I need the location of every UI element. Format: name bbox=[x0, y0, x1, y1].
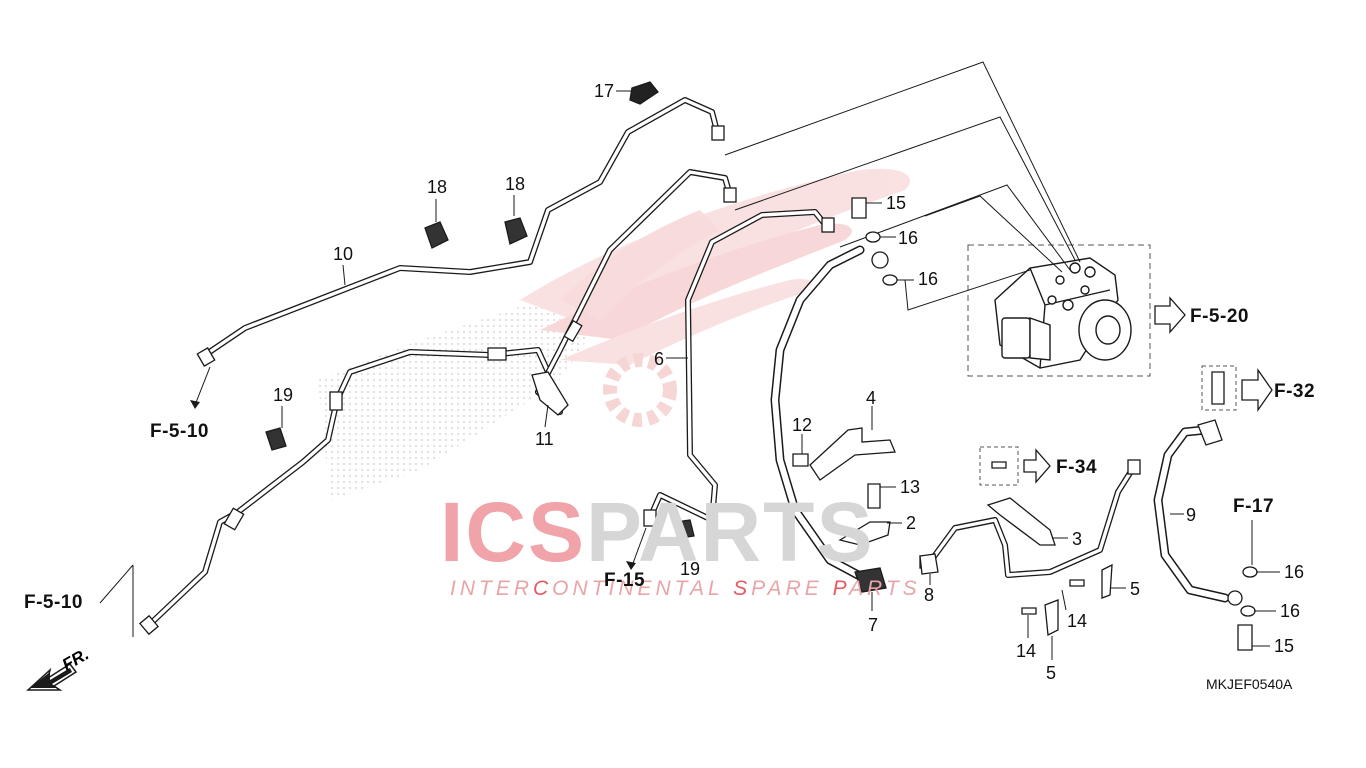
diagram-code: MKJEF0540A bbox=[1206, 676, 1293, 692]
ref-link-f-34[interactable]: F-34 bbox=[1056, 457, 1098, 478]
abs-leader-lines bbox=[724, 61, 1081, 311]
part-label: 7 bbox=[868, 615, 879, 635]
watermark-brand-right: PARTS bbox=[586, 485, 875, 579]
watermark-brand-left: ICS bbox=[440, 485, 587, 579]
small-parts bbox=[138, 81, 1258, 651]
part-label: 14 bbox=[1016, 641, 1037, 661]
part-label: 18 bbox=[505, 174, 526, 194]
abs-dashed-box bbox=[967, 244, 1151, 377]
bolt-dashed-box-f32 bbox=[1201, 365, 1237, 411]
part-label: 16 bbox=[898, 228, 919, 248]
watermark-brand: ICSPARTS bbox=[440, 490, 875, 574]
front-direction-arrow bbox=[26, 662, 78, 691]
watermark-tagline-part: S bbox=[733, 577, 752, 600]
part-label: 12 bbox=[792, 415, 813, 435]
watermark-tagline-part: C bbox=[533, 577, 553, 600]
part-label: 16 bbox=[1284, 562, 1305, 582]
part-label: 18 bbox=[427, 177, 448, 197]
part-label: 14 bbox=[1067, 611, 1088, 631]
part-label: 6 bbox=[654, 349, 665, 369]
part-label: 13 bbox=[900, 477, 921, 497]
part-label: 5 bbox=[1046, 663, 1057, 683]
part-label: 5 bbox=[1130, 579, 1141, 599]
part-label: 11 bbox=[535, 429, 554, 449]
brake-pipes bbox=[145, 97, 1138, 629]
ref-link-f-5-20[interactable]: F-5-20 bbox=[1190, 306, 1249, 327]
part-label: 15 bbox=[1274, 636, 1295, 656]
arrow-heads bbox=[190, 400, 636, 570]
part-label: 9 bbox=[1186, 505, 1197, 525]
part-label: 19 bbox=[680, 559, 701, 579]
abs-modulator-unit bbox=[994, 257, 1132, 369]
brake-hoses bbox=[770, 245, 1230, 603]
watermark-tagline-part: ARTS bbox=[849, 577, 921, 600]
part-label: 10 bbox=[333, 244, 354, 264]
part-label: 19 bbox=[273, 385, 294, 405]
part-label: 2 bbox=[906, 513, 917, 533]
watermark-tagline-part: P bbox=[832, 577, 850, 600]
reference-arrows bbox=[1023, 296, 1273, 484]
watermark-tagline-part: PARE bbox=[751, 577, 833, 600]
part-label: 4 bbox=[866, 388, 877, 408]
part-label: 16 bbox=[918, 269, 939, 289]
bolt-dashed-box-f34 bbox=[979, 446, 1019, 486]
part-label: 3 bbox=[1072, 529, 1083, 549]
ref-link-f-5-10[interactable]: F-5-10 bbox=[24, 592, 83, 613]
part-label: 17 bbox=[594, 81, 615, 101]
label-leaders bbox=[99, 90, 1280, 660]
watermark-tagline: INTERCONTINENTAL SPARE PARTS bbox=[450, 578, 921, 599]
part-label: 8 bbox=[924, 585, 935, 605]
ref-link-f-17[interactable]: F-17 bbox=[1233, 496, 1275, 517]
ref-link-f-15[interactable]: F-15 bbox=[604, 570, 646, 591]
ref-link-f-32[interactable]: F-32 bbox=[1274, 381, 1316, 402]
ref-link-f-5-10[interactable]: F-5-10 bbox=[150, 421, 209, 442]
watermark-tagline-part: INTER bbox=[450, 577, 533, 600]
part-label: 16 bbox=[1280, 601, 1301, 621]
part-label: 15 bbox=[886, 193, 907, 213]
watermark-tagline-part: ONTINENTAL bbox=[552, 577, 734, 600]
